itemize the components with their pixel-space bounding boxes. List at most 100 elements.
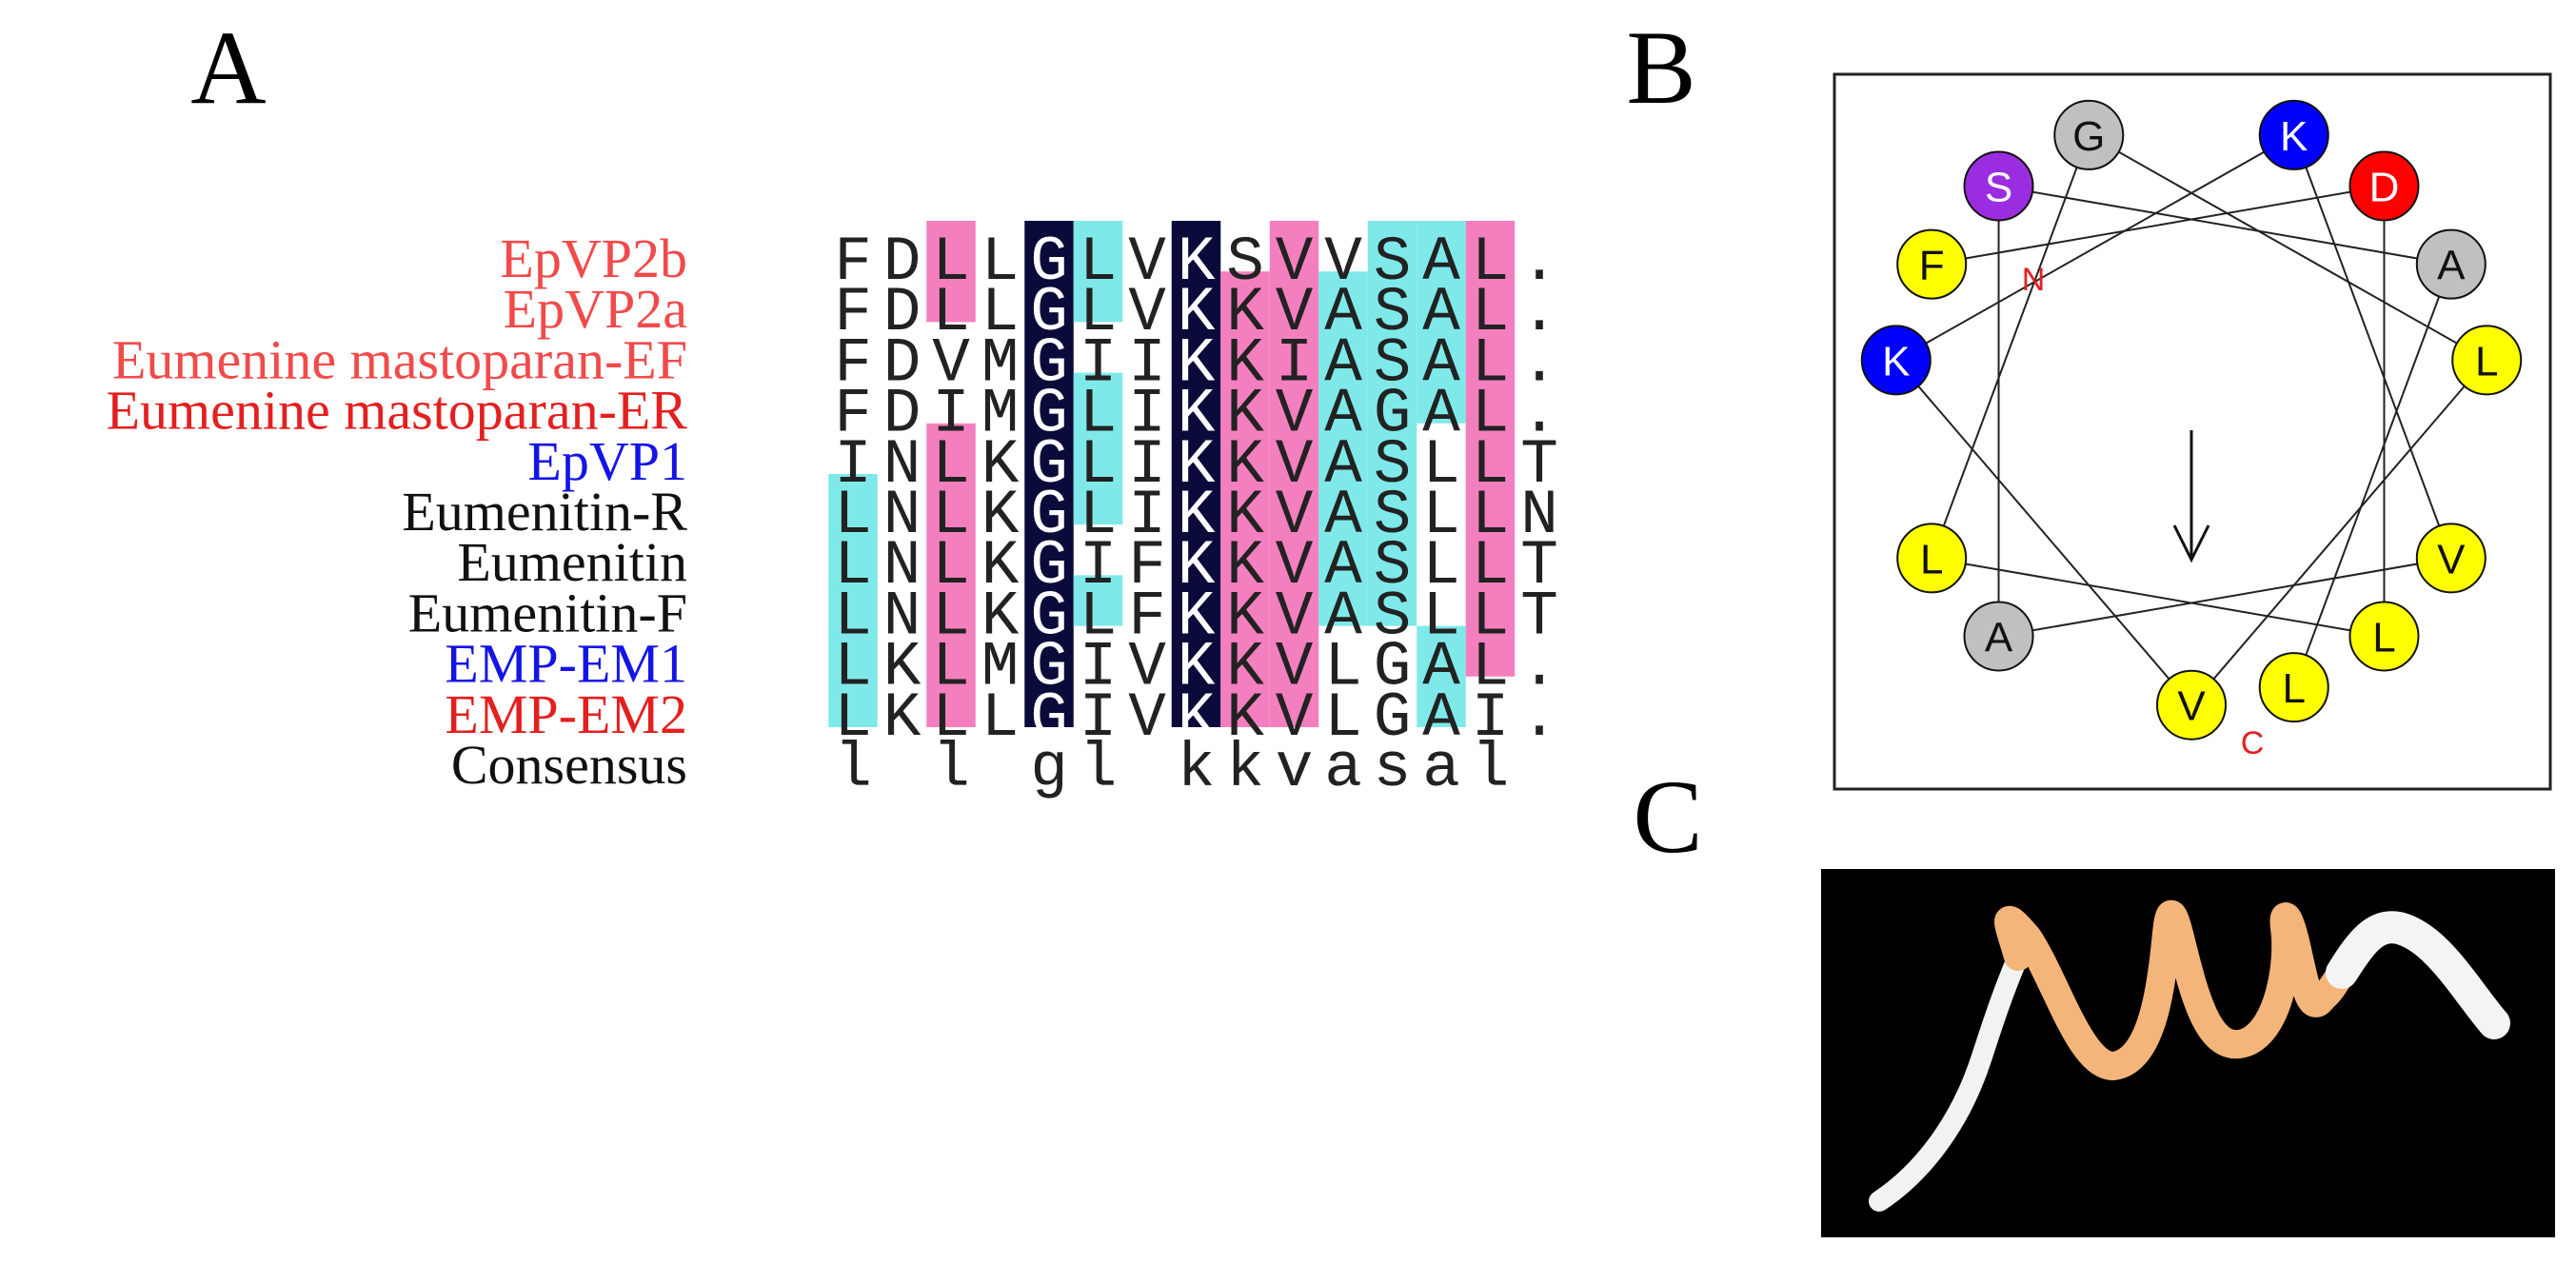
residue: D (883, 379, 921, 450)
residue: M (981, 632, 1020, 703)
alpha-helix-ribbon (1994, 899, 2356, 1080)
residue: L (1324, 682, 1362, 754)
consensus-residue: k (1226, 733, 1264, 804)
residue-circle (2156, 669, 2227, 741)
residue-letter: V (2437, 536, 2466, 583)
residue: D (883, 277, 921, 348)
residue-circle (2415, 523, 2487, 594)
residue: G (1030, 379, 1068, 450)
residue-letter: L (2475, 338, 2498, 385)
shading-block-identical (1171, 221, 1221, 727)
wheel-residue: A (2415, 228, 2487, 300)
helix-structure-image (1821, 869, 2555, 1237)
residue: K (981, 581, 1020, 652)
residue: M (981, 327, 1020, 399)
residue: . (1520, 632, 1558, 703)
residue: N (883, 480, 921, 551)
wheel-residue: V (2415, 523, 2487, 594)
sequence-name: EpVP2b (500, 227, 687, 289)
consensus-residue: k (1178, 733, 1216, 804)
residue: S (1374, 530, 1412, 602)
sequence-name: EpVP2a (504, 278, 687, 340)
residue-circle (2451, 325, 2523, 396)
residue: . (1520, 227, 1558, 298)
residue: L (932, 277, 970, 348)
residue: T (1520, 530, 1558, 602)
residue-letter: L (1920, 536, 1943, 583)
residue-circle (2415, 228, 2487, 300)
residue: F (1128, 530, 1166, 602)
wheel-residue: G (2053, 99, 2125, 170)
residue: A (1422, 379, 1460, 450)
consensus-residue: l (1472, 733, 1510, 804)
residue: L (932, 530, 970, 602)
residue: S (1374, 227, 1412, 298)
shading-block-pink (1465, 221, 1516, 677)
residue: I (1080, 682, 1118, 754)
residue: L (1472, 327, 1510, 399)
wheel-residue: L (2348, 601, 2420, 672)
shading-block-pink (926, 221, 976, 323)
coil-c-terminal (2326, 911, 2510, 1039)
residue: V (1324, 227, 1362, 298)
residue: N (883, 581, 921, 652)
residue: K (1226, 379, 1264, 450)
residue: A (1324, 429, 1362, 501)
residue: I (1128, 480, 1166, 551)
residue-circle (1896, 228, 1968, 300)
residue: K (1226, 429, 1264, 501)
residue: . (1520, 682, 1558, 754)
residue: V (1276, 227, 1314, 298)
sequence-name: Eumenitin-F (408, 582, 687, 643)
residue: K (1178, 632, 1216, 703)
residue: V (932, 327, 970, 399)
shading-block-pink (1220, 271, 1270, 727)
residue: K (1226, 581, 1264, 652)
residue: L (932, 682, 970, 754)
residue: K (1178, 327, 1216, 399)
n-terminus-label: N (2022, 262, 2046, 298)
panel-label-c: C (1633, 759, 1702, 875)
consensus-residue: l (834, 733, 872, 804)
residue: L (981, 682, 1020, 754)
residue: I (932, 379, 970, 450)
sequence-name: Eumenine mastoparan-EF (112, 328, 687, 390)
residue: A (1422, 327, 1460, 399)
residue: F (1128, 581, 1166, 652)
residue: G (1030, 277, 1068, 348)
residue: S (1226, 227, 1264, 298)
residue: G (1030, 227, 1068, 298)
wheel-residue: V (2156, 669, 2227, 741)
shading-block-cyan (1073, 575, 1123, 626)
residue: V (1276, 530, 1314, 602)
residue: I (1080, 530, 1118, 602)
residue: N (1520, 480, 1558, 551)
residue: A (1422, 227, 1460, 298)
residue: L (1472, 277, 1510, 348)
c-terminus-label: C (2241, 725, 2265, 761)
residue: A (1422, 682, 1460, 754)
residue: . (1520, 379, 1558, 450)
shading-block-cyan (1318, 271, 1368, 626)
residue: K (981, 429, 1020, 501)
residue: S (1374, 277, 1412, 348)
residue: K (883, 682, 921, 754)
residue: A (1324, 581, 1362, 652)
residue: V (1128, 682, 1166, 754)
residue-letter: A (1985, 614, 2013, 661)
residue: T (1520, 581, 1558, 652)
residue-circle (1896, 523, 1968, 594)
residue: K (981, 480, 1020, 551)
residue: L (834, 632, 872, 703)
consensus-residue: a (1422, 733, 1460, 804)
sequence-name: EpVP1 (527, 430, 687, 492)
residue: L (834, 480, 872, 551)
residue: K (1226, 277, 1264, 348)
sequence-name: Eumenitin-R (402, 481, 687, 543)
residue: N (883, 429, 921, 501)
wheel-connector (1998, 185, 2451, 266)
residue: V (1276, 429, 1314, 501)
residue: L (1472, 581, 1510, 652)
residue: L (834, 581, 872, 652)
